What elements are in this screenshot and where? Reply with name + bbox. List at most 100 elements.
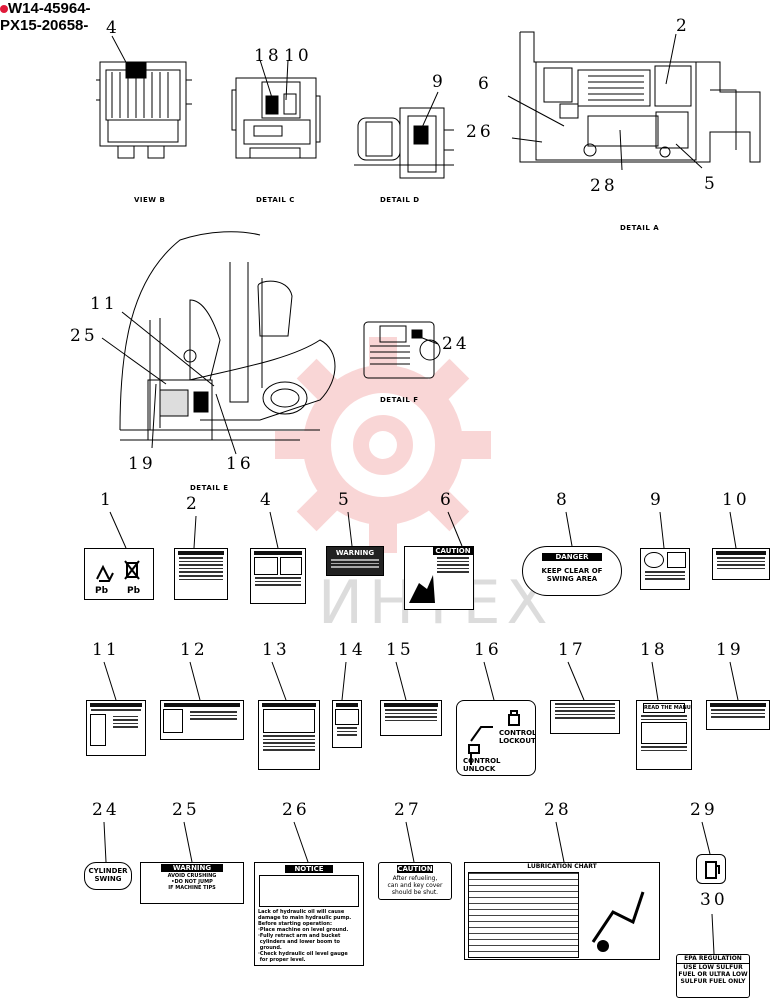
label-5-warning: WARNING — [326, 546, 384, 576]
part-number-1: 1 — [100, 490, 114, 510]
excavator-lubrication-icon — [591, 891, 645, 952]
part-number-24: 24 — [92, 800, 120, 820]
caption-detail-e: DETAIL E — [190, 484, 229, 492]
callout-26: 26 — [466, 122, 494, 142]
part-number-2: 2 — [186, 494, 200, 514]
label-18: READ THE MANUAL — [636, 700, 692, 770]
label-10 — [712, 548, 770, 580]
part-number-26: 26 — [282, 800, 310, 820]
label-25-heading: WARNING — [161, 864, 223, 872]
part-number-12: 12 — [180, 640, 208, 660]
callout-24: 24 — [442, 334, 470, 354]
excavator-hazard-icon — [409, 575, 435, 603]
part-number-9: 9 — [650, 490, 664, 510]
label-25-warning: WARNING AVOID CRUSHING •DO NOT JUMP IF M… — [140, 862, 244, 904]
label-13 — [258, 700, 320, 770]
label-26-text-1: Lack of hydraulic oil will cause damage … — [258, 909, 352, 921]
label-18-heading: READ THE MANUAL — [643, 703, 691, 713]
part-number-19: 19 — [716, 640, 744, 660]
label-4 — [250, 548, 306, 604]
label-27-text: After refueling, can and key cover shoul… — [387, 875, 443, 896]
part-number-8: 8 — [556, 490, 570, 510]
label-12 — [160, 700, 244, 740]
label-28-heading: LUBRICATION CHART — [527, 863, 597, 870]
label-28-lubrication-chart: LUBRICATION CHART — [464, 862, 660, 960]
caption-detail-c: DETAIL C — [256, 196, 295, 204]
label-30-epa-regulation: EPA REGULATION USE LOW SULFUR FUEL OR UL… — [676, 954, 750, 998]
part-number-17: 17 — [558, 640, 586, 660]
label-15 — [380, 700, 442, 736]
callout-6: 6 — [478, 74, 492, 94]
callout-25: 25 — [70, 326, 98, 346]
label-27-heading: CAUTION — [397, 865, 433, 873]
control-lockout-text: CONTROL LOCKOUT — [499, 729, 536, 745]
detail-e-drawing — [119, 231, 336, 441]
label-5-heading: WARNING — [335, 549, 375, 557]
part-number-16: 16 — [474, 640, 502, 660]
doc-id-line-1: W14-45964- — [0, 0, 91, 17]
label-27-caution: CAUTION After refueling, can and key cov… — [378, 862, 452, 900]
label-9 — [640, 548, 690, 590]
label-19 — [706, 700, 770, 730]
recycle-pb-text: Pb — [95, 586, 109, 596]
label-14 — [332, 700, 362, 748]
callout-9: 9 — [432, 72, 446, 92]
part-number-27: 27 — [394, 800, 422, 820]
callout-19: 19 — [128, 454, 156, 474]
label-8-heading: DANGER — [542, 553, 602, 561]
label-recycle: Pb Pb — [84, 548, 154, 600]
callout-2: 2 — [676, 16, 690, 36]
recycle-pb-text-2: Pb — [127, 586, 141, 596]
doc-id-line-2: PX15-20658- — [0, 17, 89, 34]
label-2 — [174, 548, 228, 600]
part-number-28: 28 — [544, 800, 572, 820]
callout-18: 18 — [254, 46, 282, 66]
label-24-cylinder-swing: CYLINDER SWING — [84, 862, 132, 890]
callout-11: 11 — [90, 294, 118, 314]
label-26-heading: NOTICE — [285, 865, 333, 873]
label-8-text: KEEP CLEAR OF SWING AREA — [541, 567, 603, 583]
epa-text: USE LOW SULFUR FUEL OR ULTRA LOW SULFUR … — [678, 964, 748, 985]
part-number-30: 30 — [700, 890, 728, 910]
part-number-15: 15 — [386, 640, 414, 660]
label-8-danger: DANGER KEEP CLEAR OF SWING AREA — [522, 546, 622, 596]
caption-view-b: VIEW B — [134, 196, 166, 204]
part-number-18: 18 — [640, 640, 668, 660]
lever-lock-icon — [468, 710, 520, 765]
part-number-5: 5 — [338, 490, 352, 510]
label-11 — [86, 700, 146, 756]
recycle-icon — [96, 560, 140, 582]
label-29-fuel — [696, 854, 726, 884]
detail-f-drawing — [363, 321, 441, 379]
epa-heading: EPA REGULATION — [677, 955, 749, 964]
callout-5: 5 — [704, 174, 718, 194]
part-number-14: 14 — [338, 640, 366, 660]
label-25-text: AVOID CRUSHING •DO NOT JUMP IF MACHINE T… — [167, 873, 217, 891]
label-6-caution: CAUTION — [404, 546, 474, 610]
callout-16: 16 — [226, 454, 254, 474]
label-6-heading: CAUTION — [433, 547, 473, 555]
valve-bank-drawing — [96, 61, 192, 159]
callout-4: 4 — [106, 18, 120, 38]
control-unlock-text: CONTROL UNLOCK — [463, 757, 501, 773]
red-dot-icon — [0, 5, 8, 14]
part-number-10: 10 — [722, 490, 750, 510]
part-number-6: 6 — [440, 490, 454, 510]
part-number-11: 11 — [92, 640, 120, 660]
label-26-text-2: Before starting operation: ·Place machin… — [258, 921, 349, 963]
callout-28: 28 — [590, 176, 618, 196]
part-number-29: 29 — [690, 800, 718, 820]
label-26-notice: NOTICE Lack of hydraulic oil will cause … — [254, 862, 364, 966]
caption-detail-f: DETAIL F — [380, 396, 419, 404]
part-number-13: 13 — [262, 640, 290, 660]
label-16-control-lockout: CONTROL LOCKOUT CONTROL UNLOCK — [456, 700, 536, 776]
part-number-4: 4 — [260, 490, 274, 510]
detail-c-drawing — [231, 77, 321, 159]
part-number-25: 25 — [172, 800, 200, 820]
caption-detail-d: DETAIL D — [380, 196, 420, 204]
cylinder-swing-text: CYLINDER SWING — [88, 867, 128, 883]
label-17 — [550, 700, 620, 734]
